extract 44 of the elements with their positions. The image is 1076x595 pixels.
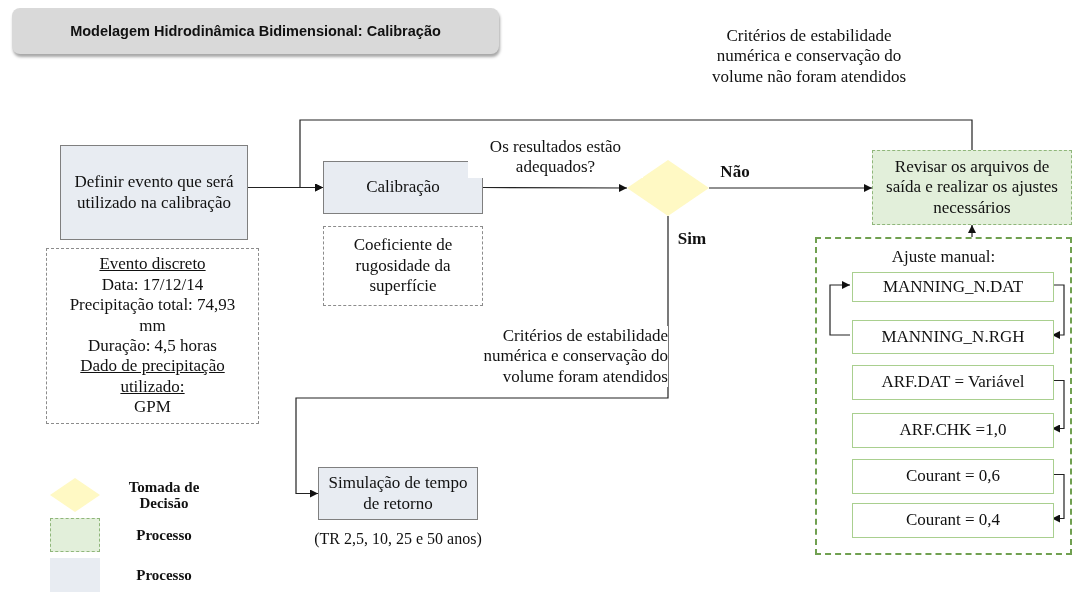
- box-text: Calibração: [366, 177, 440, 198]
- box-text: Data: 17/12/14: [101, 274, 204, 296]
- arrow: [295, 215, 669, 498]
- box-text: Precipitação total: 74,93 mm: [68, 295, 237, 336]
- box-text: Simulação de tempo de retorno: [327, 473, 469, 514]
- legend-label: Tomada de Decisão: [127, 478, 201, 512]
- box-text: Coeficiente de rugosidade da superfície: [352, 235, 454, 297]
- box-text: MANNING_N.RGH: [881, 326, 1025, 348]
- parameter-box: [852, 365, 1054, 400]
- box-text: ARF.CHK =1,0: [899, 420, 1007, 441]
- process-box: [872, 150, 1072, 225]
- process-box: [318, 467, 478, 520]
- box-text: Ajuste manual:: [891, 247, 996, 268]
- box-text: Revisar os arquivos de saída e realizar os ajustes necessários: [885, 156, 1059, 219]
- edge-label: Os resultados estão adequados?: [468, 137, 643, 178]
- node-caption: (TR 2,5, 10, 25 e 50 anos): [313, 530, 483, 548]
- process-box: [323, 161, 483, 214]
- decision-diamond: [627, 160, 709, 216]
- arrow: [708, 184, 873, 192]
- box-text: Duração: 4,5 horas: [88, 336, 217, 357]
- arrow: [482, 183, 628, 192]
- box-text: Courant = 0,4: [905, 510, 1001, 531]
- arrow: [968, 224, 976, 238]
- box-text: GPM: [134, 397, 171, 418]
- parameter-box: [852, 320, 1054, 354]
- box-text: Courant = 0,6: [905, 466, 1001, 487]
- title-banner: Modelagem Hidrodinâmica Bidimensional: Calibração: [12, 8, 499, 54]
- parameter-box: [852, 503, 1054, 538]
- note-box: [323, 226, 483, 306]
- arrow: [829, 281, 851, 336]
- box-text: ARF.DAT = Variável: [881, 372, 1025, 393]
- parameter-box: [852, 413, 1054, 448]
- box-text: Evento discreto: [99, 254, 206, 275]
- arrow: [299, 119, 973, 192]
- legend-label: Processo: [135, 566, 193, 584]
- note-box: [46, 248, 259, 424]
- process-box: [60, 145, 248, 240]
- parameter-box: [852, 272, 1054, 302]
- box-text: Dado de precipitação utilizado:: [79, 356, 226, 398]
- box-text: Definir evento que será utilizado na calibração: [73, 172, 235, 213]
- group-box: [815, 237, 1072, 555]
- parameter-box: [852, 459, 1054, 494]
- box-text: MANNING_N.DAT: [882, 276, 1024, 298]
- legend-label: Processo: [135, 526, 193, 544]
